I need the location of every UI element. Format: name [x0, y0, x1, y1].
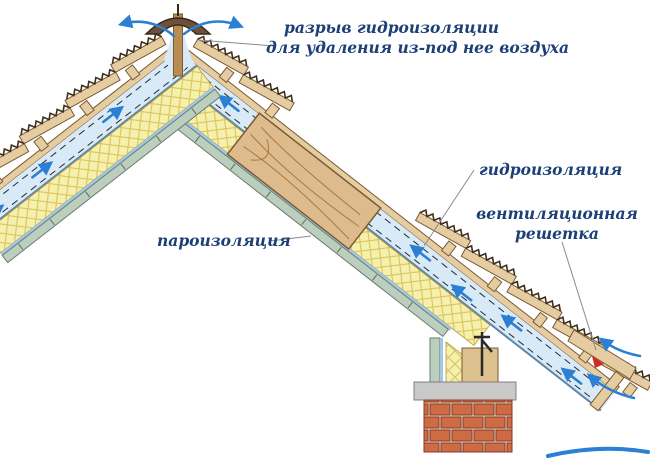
air-flow-arrow: [546, 446, 650, 458]
air-flow-arrow: [117, 14, 176, 38]
membrane-dashed-line: [0, 55, 180, 215]
label-vent-line2: решетка: [515, 224, 599, 243]
leader-line-waterproofing: [423, 169, 475, 247]
air-flow-arrow: [598, 337, 642, 358]
label-vapor-barrier: пароизоляция: [157, 231, 291, 250]
eave-fascia-board: [589, 370, 625, 412]
vapor-barrier-film: [0, 86, 215, 256]
left-slope: [0, 24, 222, 264]
air-flow-arrow: [182, 15, 244, 36]
right-slope: [134, 26, 650, 412]
membrane-dashed-line: [176, 55, 606, 392]
label-waterproofing: гидроизоляция: [479, 160, 622, 179]
membrane-dashed-line: [0, 67, 189, 226]
anchor-bracket: [474, 332, 493, 376]
label-ridge-gap-line2: для удаления из-под нее воздуха: [266, 38, 569, 57]
eave-drip-board: [567, 329, 637, 380]
waterproofing-film: [0, 64, 198, 233]
ridge-cap: [144, 17, 212, 35]
concrete-slab: [413, 381, 517, 401]
wall-vapor-film: [440, 338, 443, 392]
air-gap: [0, 47, 197, 232]
vent-grille-mark: [592, 356, 604, 368]
ceiling-fastener-ticks: [18, 108, 197, 250]
label-ridge-gap-line1: разрыв гидроизоляции: [284, 18, 499, 37]
label-vent-line1: вентиляционная: [476, 204, 638, 223]
wall-assembly: [413, 332, 517, 453]
leader-line-vent-grille: [561, 241, 597, 351]
ceiling-board: [1, 88, 222, 264]
mauerlat-beam: [461, 347, 499, 383]
leader-line-ridge-gap: [197, 39, 275, 47]
air-flow-arrow: [586, 373, 636, 400]
waterproofing-film: [158, 64, 602, 412]
leader-line-vapor-barrier: [269, 235, 312, 242]
brick-wall: [423, 399, 513, 453]
membrane-dashed-line: [167, 67, 598, 403]
rafter-board: [226, 112, 382, 251]
